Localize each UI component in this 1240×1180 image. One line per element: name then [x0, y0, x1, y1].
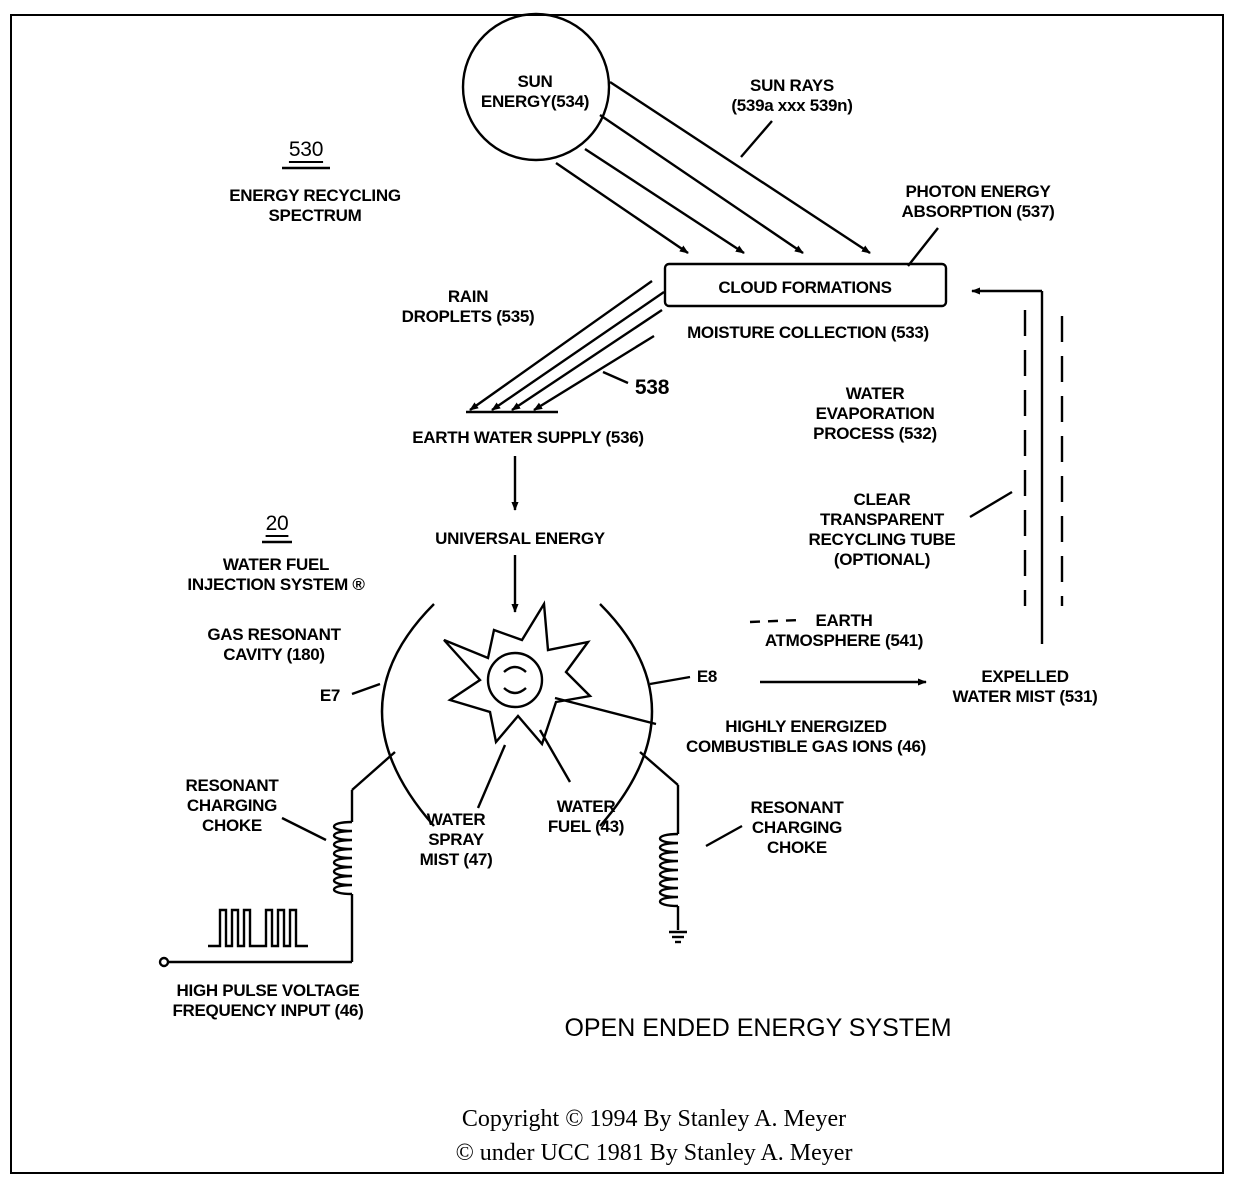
- gas-ion-swirl-1: [503, 665, 527, 673]
- ions-leader: [554, 696, 657, 726]
- ref-530-label: 530: [288, 138, 324, 161]
- e8-label: E8: [696, 667, 718, 686]
- sun-ray-1: [555, 162, 689, 254]
- moisture-collection-label: MOISTURE COLLECTION (533): [687, 323, 929, 342]
- e8-leader: [649, 675, 691, 686]
- sun-ray-4: [609, 80, 871, 255]
- right-coil: [658, 832, 679, 908]
- input-terminal: [158, 956, 170, 968]
- left-coil: [332, 820, 353, 896]
- left-wire-diagonal: [351, 751, 396, 791]
- right-wire-diagonal: [639, 751, 679, 786]
- pulse-waveform: [208, 908, 308, 948]
- sun-ray-2: [584, 147, 745, 255]
- e7-leader: [351, 682, 381, 696]
- tube-leader: [969, 490, 1013, 519]
- gas-ion-core: [486, 651, 544, 709]
- diagram-frame: [10, 14, 1224, 1174]
- rain-line-3: [511, 309, 663, 411]
- ref-20-label: 20: [265, 512, 289, 535]
- sun-rays-leader: [740, 120, 773, 158]
- left-choke-leader: [281, 816, 327, 842]
- cavity-arc-left: [380, 603, 435, 827]
- e7-label: E7: [319, 686, 341, 705]
- ref-538-label: 538: [634, 376, 670, 399]
- cloud-formations-box: [663, 262, 948, 308]
- cloud-formations-label: CLOUD FORMATIONS: [718, 278, 892, 297]
- water-fuel-leader: [538, 729, 572, 783]
- rain-line-2: [491, 291, 665, 411]
- cavity-arc-right: [599, 603, 654, 827]
- copyright-line-2: © under UCC 1981 By Stanley A. Meyer: [455, 1140, 853, 1166]
- universal-energy-label: UNIVERSAL ENERGY: [435, 529, 605, 548]
- earth-water-supply-label: EARTH WATER SUPPLY (536): [412, 428, 644, 447]
- rain-line-1: [469, 280, 653, 411]
- spray-mist-leader: [476, 744, 507, 809]
- energy-starburst: [443, 600, 593, 747]
- gas-ion-swirl-2: [503, 687, 527, 695]
- sun-circle: [461, 12, 611, 162]
- earth-atmosphere-leader: [749, 618, 801, 624]
- right-choke-leader: [705, 824, 743, 848]
- sun-ray-3: [599, 114, 804, 254]
- sun-rays-label: SUN RAYS(539a xxx 539n): [731, 76, 853, 115]
- diagram-title: OPEN ENDED ENERGY SYSTEM: [564, 1014, 952, 1042]
- photon-leader: [907, 227, 939, 267]
- copyright-line-1: Copyright © 1994 By Stanley A. Meyer: [461, 1106, 847, 1132]
- ref-538-leader: [602, 370, 629, 385]
- rain-line-4: [533, 334, 655, 412]
